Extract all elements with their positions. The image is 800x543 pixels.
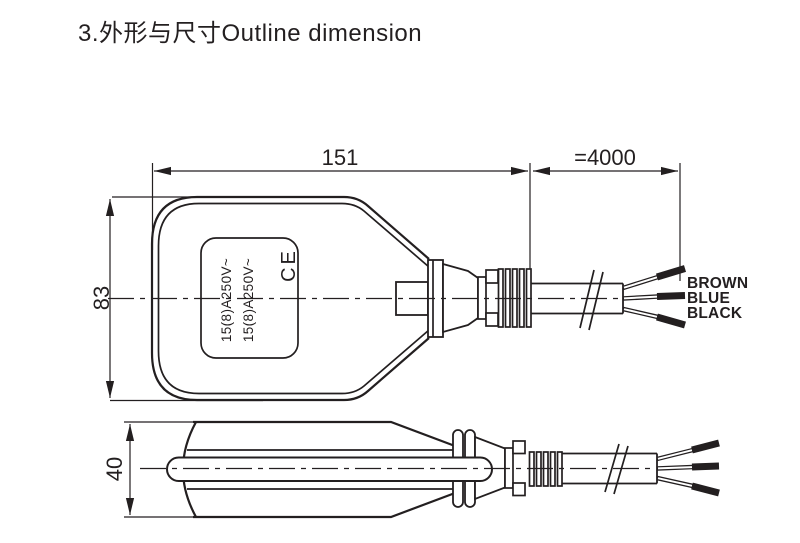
page-title: 3.外形与尺寸Outline dimension bbox=[78, 20, 422, 47]
wire-black-tip bbox=[656, 313, 686, 329]
dim-cable-length-value: =4000 bbox=[574, 145, 636, 170]
side-wire-middle-tip bbox=[691, 462, 720, 471]
arrow-4000-right bbox=[661, 166, 678, 176]
cable-break-symbol bbox=[579, 269, 604, 331]
side-body-parting-lines bbox=[187, 449, 453, 490]
side-gland-tab-top bbox=[512, 440, 526, 455]
side-center-rod bbox=[166, 456, 493, 482]
arrow-40-bottom bbox=[125, 498, 135, 515]
side-gland-tab-bottom bbox=[512, 482, 526, 497]
gland-tab-top bbox=[485, 269, 499, 284]
rating-line-1: 15(8)A250V~ bbox=[219, 258, 234, 342]
wire-brown-tip bbox=[655, 265, 687, 281]
wire-label-black: BLACK bbox=[687, 305, 743, 322]
ext-lines-40 bbox=[124, 421, 196, 518]
wires-side-view bbox=[656, 439, 720, 497]
side-wire-bottom-tip bbox=[691, 482, 720, 497]
rating-line-2: 15(8)A250V~ bbox=[241, 258, 256, 342]
side-view: 40 bbox=[102, 420, 720, 519]
dim-width-value: 151 bbox=[322, 145, 359, 170]
arrow-4000-left bbox=[533, 166, 550, 176]
top-view: 151 =4000 83 15(8)A250V~ 15(8)A250V~ CE bbox=[89, 145, 748, 402]
arrow-151-left bbox=[154, 166, 171, 176]
arrow-83-top bbox=[105, 199, 115, 216]
side-wire-top-tip bbox=[691, 439, 720, 454]
arrow-151-right bbox=[511, 166, 528, 176]
ce-mark: CE bbox=[278, 248, 300, 282]
arrow-40-top bbox=[125, 424, 135, 441]
arrow-83-bottom bbox=[105, 381, 115, 398]
wire-label-brown: BROWN bbox=[687, 275, 748, 292]
wire-label-blue: BLUE bbox=[687, 290, 730, 307]
side-body-outline bbox=[193, 420, 456, 519]
cable-break-symbol-side bbox=[604, 443, 629, 495]
gland-tab-bottom bbox=[485, 312, 499, 327]
wires-top-view bbox=[622, 265, 687, 329]
dim-side-height-value: 40 bbox=[102, 457, 127, 481]
wire-blue-tip bbox=[656, 292, 686, 300]
